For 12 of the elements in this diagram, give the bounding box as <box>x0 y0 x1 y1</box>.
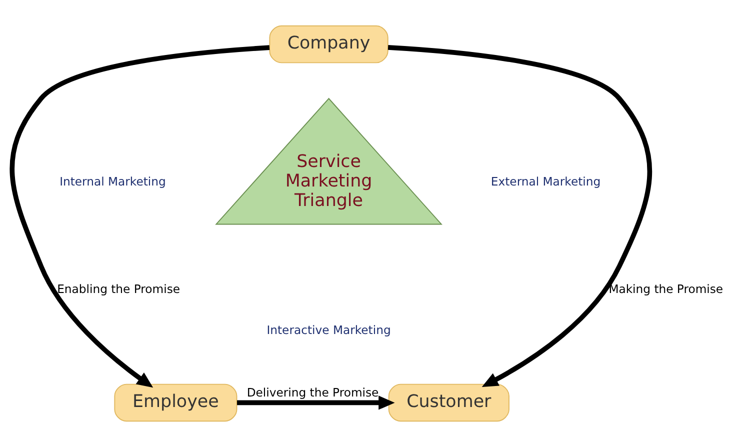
edge-label: Making the Promise <box>608 282 724 296</box>
node-box: Company <box>269 25 388 64</box>
label: External Marketing <box>490 174 601 188</box>
edge-label: Delivering the Promise <box>246 386 379 400</box>
arrow <box>388 45 652 388</box>
edge-label: Enabling the Promise <box>57 282 180 296</box>
arrow <box>10 45 270 388</box>
label: Interactive Marketing <box>266 323 391 338</box>
arrow <box>237 396 395 410</box>
node-box: Employee <box>114 384 238 422</box>
node-box: Customer <box>388 384 510 422</box>
label: Internal Marketing <box>60 174 166 188</box>
